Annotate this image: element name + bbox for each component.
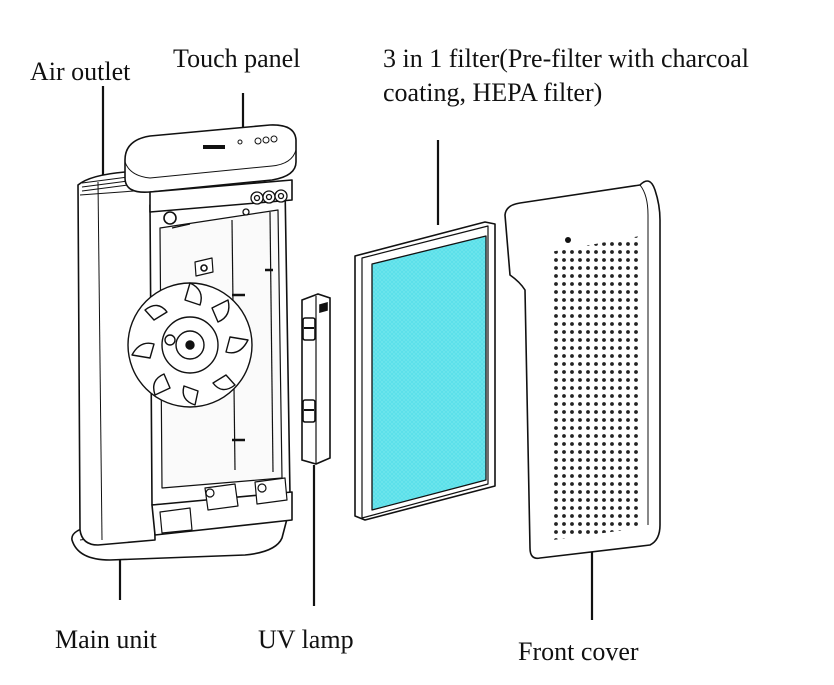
- main-unit: [71, 124, 297, 561]
- label-main-unit: Main unit: [55, 625, 157, 654]
- label-uv-lamp: UV lamp: [258, 625, 354, 654]
- front-cover-perforation: [550, 236, 640, 540]
- fan: [127, 282, 253, 408]
- label-touch-panel: Touch panel: [173, 44, 301, 73]
- touch-panel: [124, 124, 297, 194]
- label-filter: 3 in 1 filter(Pre-filter with charcoal c…: [383, 44, 750, 107]
- filter-3in1: [354, 221, 496, 521]
- uv-lamp: [301, 293, 331, 465]
- main-unit-side: [77, 171, 156, 546]
- front-cover-logo: [565, 237, 571, 243]
- label-front-cover: Front cover: [518, 637, 639, 666]
- touch-panel-buttons: [203, 135, 278, 149]
- air-outlet-grille: [81, 176, 129, 192]
- front-cover: [504, 180, 661, 560]
- label-air-outlet: Air outlet: [30, 57, 131, 86]
- filter-media: [371, 235, 487, 511]
